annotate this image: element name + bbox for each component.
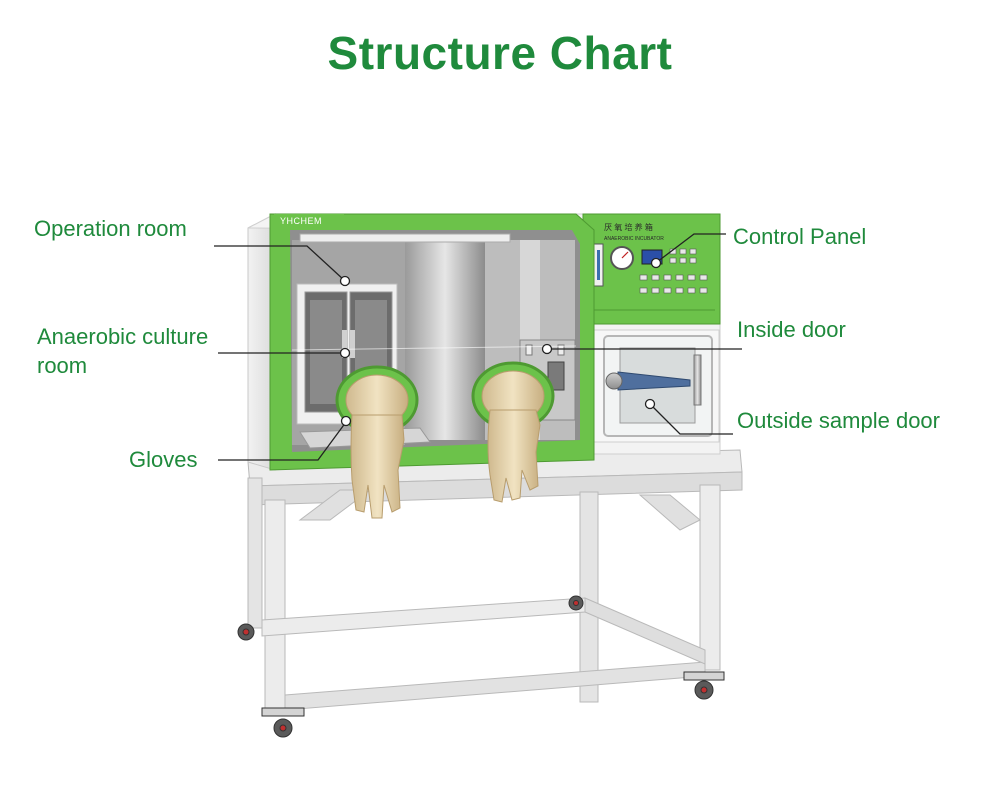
label-operation-room: Operation room [34,214,187,243]
brand-logo-text: YHCHEM [280,216,322,226]
label-inside-door: Inside door [737,315,846,344]
stand [238,450,742,737]
label-anaerobic-line-2: room [37,351,208,380]
cabinet: 厌 氧 培 养 箱 ANAEROBIC INCUBATOR [248,214,720,470]
panel-subtitle-text: ANAEROBIC INCUBATOR [604,236,664,242]
label-outside-sample-door: Outside sample door [737,406,940,435]
label-control-panel: Control Panel [733,222,866,251]
label-anaerobic-line-1: Anaerobic culture [37,322,208,351]
label-anaerobic-culture-room: Anaerobic culture room [37,322,208,380]
panel-title-text: 厌 氧 培 养 箱 [604,222,653,232]
label-gloves: Gloves [129,445,197,474]
